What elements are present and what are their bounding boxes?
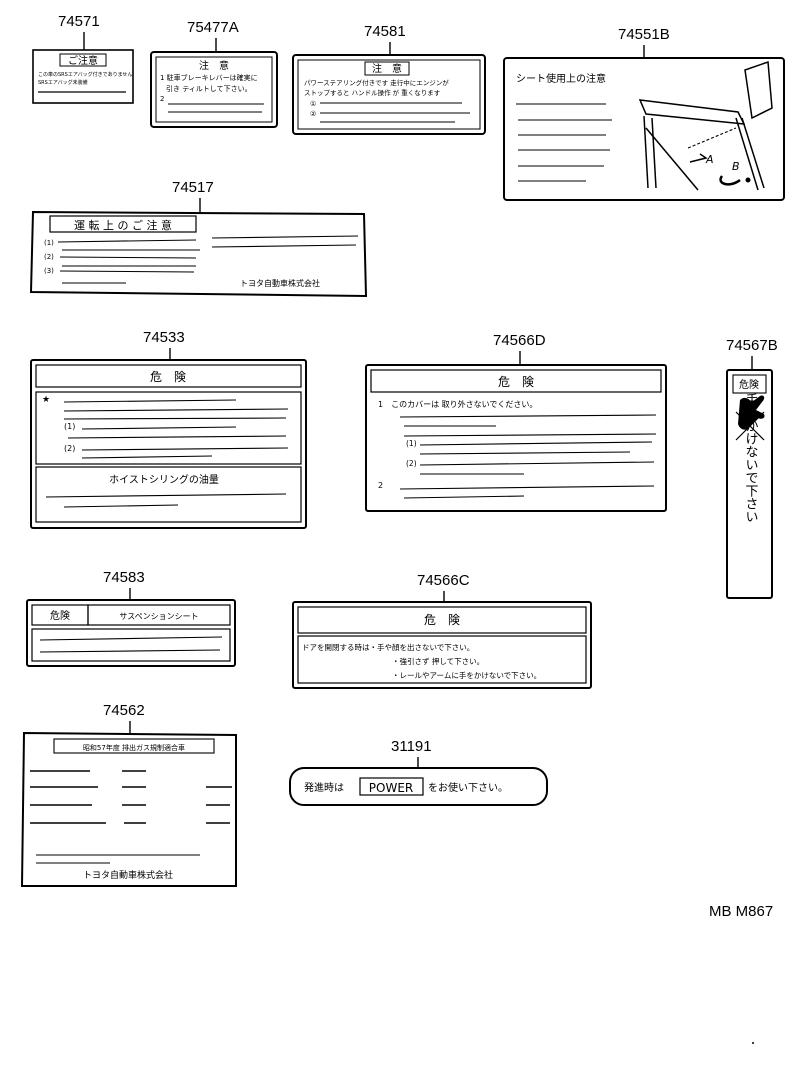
label-74551B-title: シート使用上の注意 — [516, 72, 606, 85]
label-74581-mark2: ② — [310, 110, 316, 118]
label-74566C-title: 危 険 — [424, 613, 460, 627]
seat-illustration — [638, 60, 773, 191]
part-number-74567B: 74567B — [726, 337, 778, 354]
part-number-31191: 31191 — [391, 738, 432, 755]
label-74567B: 74567B 危険 手をかけないで下さい — [726, 337, 778, 599]
label-74571-title: ご注意 — [68, 54, 98, 67]
label-74566D-line2: 2 — [378, 481, 383, 490]
label-74566C: 74566C 危 険 ドアを開閉する時は・手や顔を出さないで下さい。 ・強引さず… — [292, 572, 592, 689]
label-31191-text1: 発進時は — [304, 781, 344, 794]
label-74551B-arrow-b: B — [732, 160, 740, 173]
label-74581-line1: パワーステアリング付きです 走行中にエンジンが — [304, 78, 449, 87]
label-74566D-item2: (2) — [406, 459, 417, 468]
label-74583-subtitle: サスペンションシート — [119, 612, 198, 621]
label-74581: 74581 注 意 パワーステアリング付きです 走行中にエンジンが ストップする… — [292, 23, 486, 135]
label-31191-text2: をお使い下さい。 — [428, 781, 508, 794]
part-number-75477A: 75477A — [187, 19, 239, 36]
label-74566D-line1: 1 このカバーは 取り外さないでください。 — [378, 399, 537, 409]
part-number-74562: 74562 — [103, 702, 145, 719]
label-74533-item1: (1) — [64, 422, 75, 431]
label-74567B-title: 危険 — [739, 379, 759, 391]
label-74551B-arrow-a: A — [705, 153, 714, 166]
label-74562: 74562 昭和57年度 排出ガス規制適合車 トヨタ自動車株式会社 — [20, 702, 237, 887]
label-74583: 74583 危険 サスペンションシート — [26, 569, 236, 667]
part-number-74517: 74517 — [172, 179, 214, 196]
label-74571-line1: この車のSRSエアバッグ付きでありません — [38, 71, 132, 78]
label-74517-maker: トヨタ自動車株式会社 — [240, 278, 320, 288]
label-74562-title: 昭和57年度 排出ガス規制適合車 — [83, 743, 185, 752]
label-74517-item1: (1) — [44, 239, 54, 247]
label-74571-line2: SRSエアバッグ未装備 — [38, 79, 88, 86]
label-74517: 74517 運 転 上 の ご 注 意 (1) (2) (3) トヨタ自動車株式… — [29, 179, 368, 298]
part-number-74566C: 74566C — [417, 572, 470, 589]
label-31191: 31191 発進時は POWER をお使い下さい。 — [289, 738, 548, 806]
label-74566C-line3: ・レールやアームに手をかけないで下さい。 — [392, 670, 541, 680]
label-74533-item2: (2) — [64, 444, 75, 453]
part-number-74566D: 74566D — [493, 332, 546, 349]
label-74551B: 74551B シート使用上の注意 A B — [503, 26, 785, 201]
part-number-74583: 74583 — [103, 569, 145, 586]
label-74566D-item1: (1) — [406, 439, 417, 448]
label-74571: 74571 ご注意 この車のSRSエアバッグ付きでありません SRSエアバッグ未… — [32, 13, 134, 104]
label-75477A: 75477A 注 意 1 駐車ブレーキレバーは確実に 引き ティルトして下さい。… — [150, 19, 278, 128]
label-74566C-line2: ・強引さず 押して下さい。 — [392, 656, 484, 666]
part-number-74551B: 74551B — [618, 26, 670, 43]
part-number-74571: 74571 — [58, 13, 100, 30]
label-74581-line2: ストップすると ハンドル操作 が 重くなります — [304, 88, 441, 97]
label-75477A-line2: 引き ティルトして下さい。 — [166, 84, 252, 93]
label-74533-star: ★ — [42, 395, 50, 405]
label-74566D-title: 危 険 — [498, 375, 534, 389]
label-31191-power: POWER — [369, 781, 413, 795]
label-74566D: 74566D 危 険 1 このカバーは 取り外さないでください。 (1) (2)… — [365, 332, 667, 512]
label-74517-item2: (2) — [44, 253, 54, 261]
label-75477A-title: 注 意 — [199, 59, 229, 72]
label-74517-item3: (3) — [44, 267, 54, 275]
part-number-74533: 74533 — [143, 329, 185, 346]
part-number-74581: 74581 — [364, 23, 406, 40]
label-74562-maker: トヨタ自動車株式会社 — [83, 869, 173, 881]
label-74517-title: 運 転 上 の ご 注 意 — [74, 218, 172, 232]
label-75477A-line1: 1 駐車ブレーキレバーは確実に — [160, 73, 258, 82]
label-74567B-text: 手をかけないで下さい — [743, 393, 759, 523]
label-74581-title: 注 意 — [372, 62, 402, 75]
label-74533: 74533 危 険 ★ (1) (2) ホイストシリングの油量 — [30, 329, 307, 529]
label-74583-title: 危険 — [50, 610, 70, 622]
diagram-code: MB M867 — [709, 903, 773, 920]
label-74581-mark1: ① — [310, 100, 316, 108]
hand-icon — [735, 395, 765, 441]
label-75477A-line3: 2 — [160, 95, 164, 103]
label-74566C-line1: ドアを開閉する時は・手や顔を出さないで下さい。 — [302, 642, 474, 652]
label-74533-title: 危 険 — [150, 370, 186, 384]
label-74533-subtitle: ホイストシリングの油量 — [109, 473, 219, 486]
